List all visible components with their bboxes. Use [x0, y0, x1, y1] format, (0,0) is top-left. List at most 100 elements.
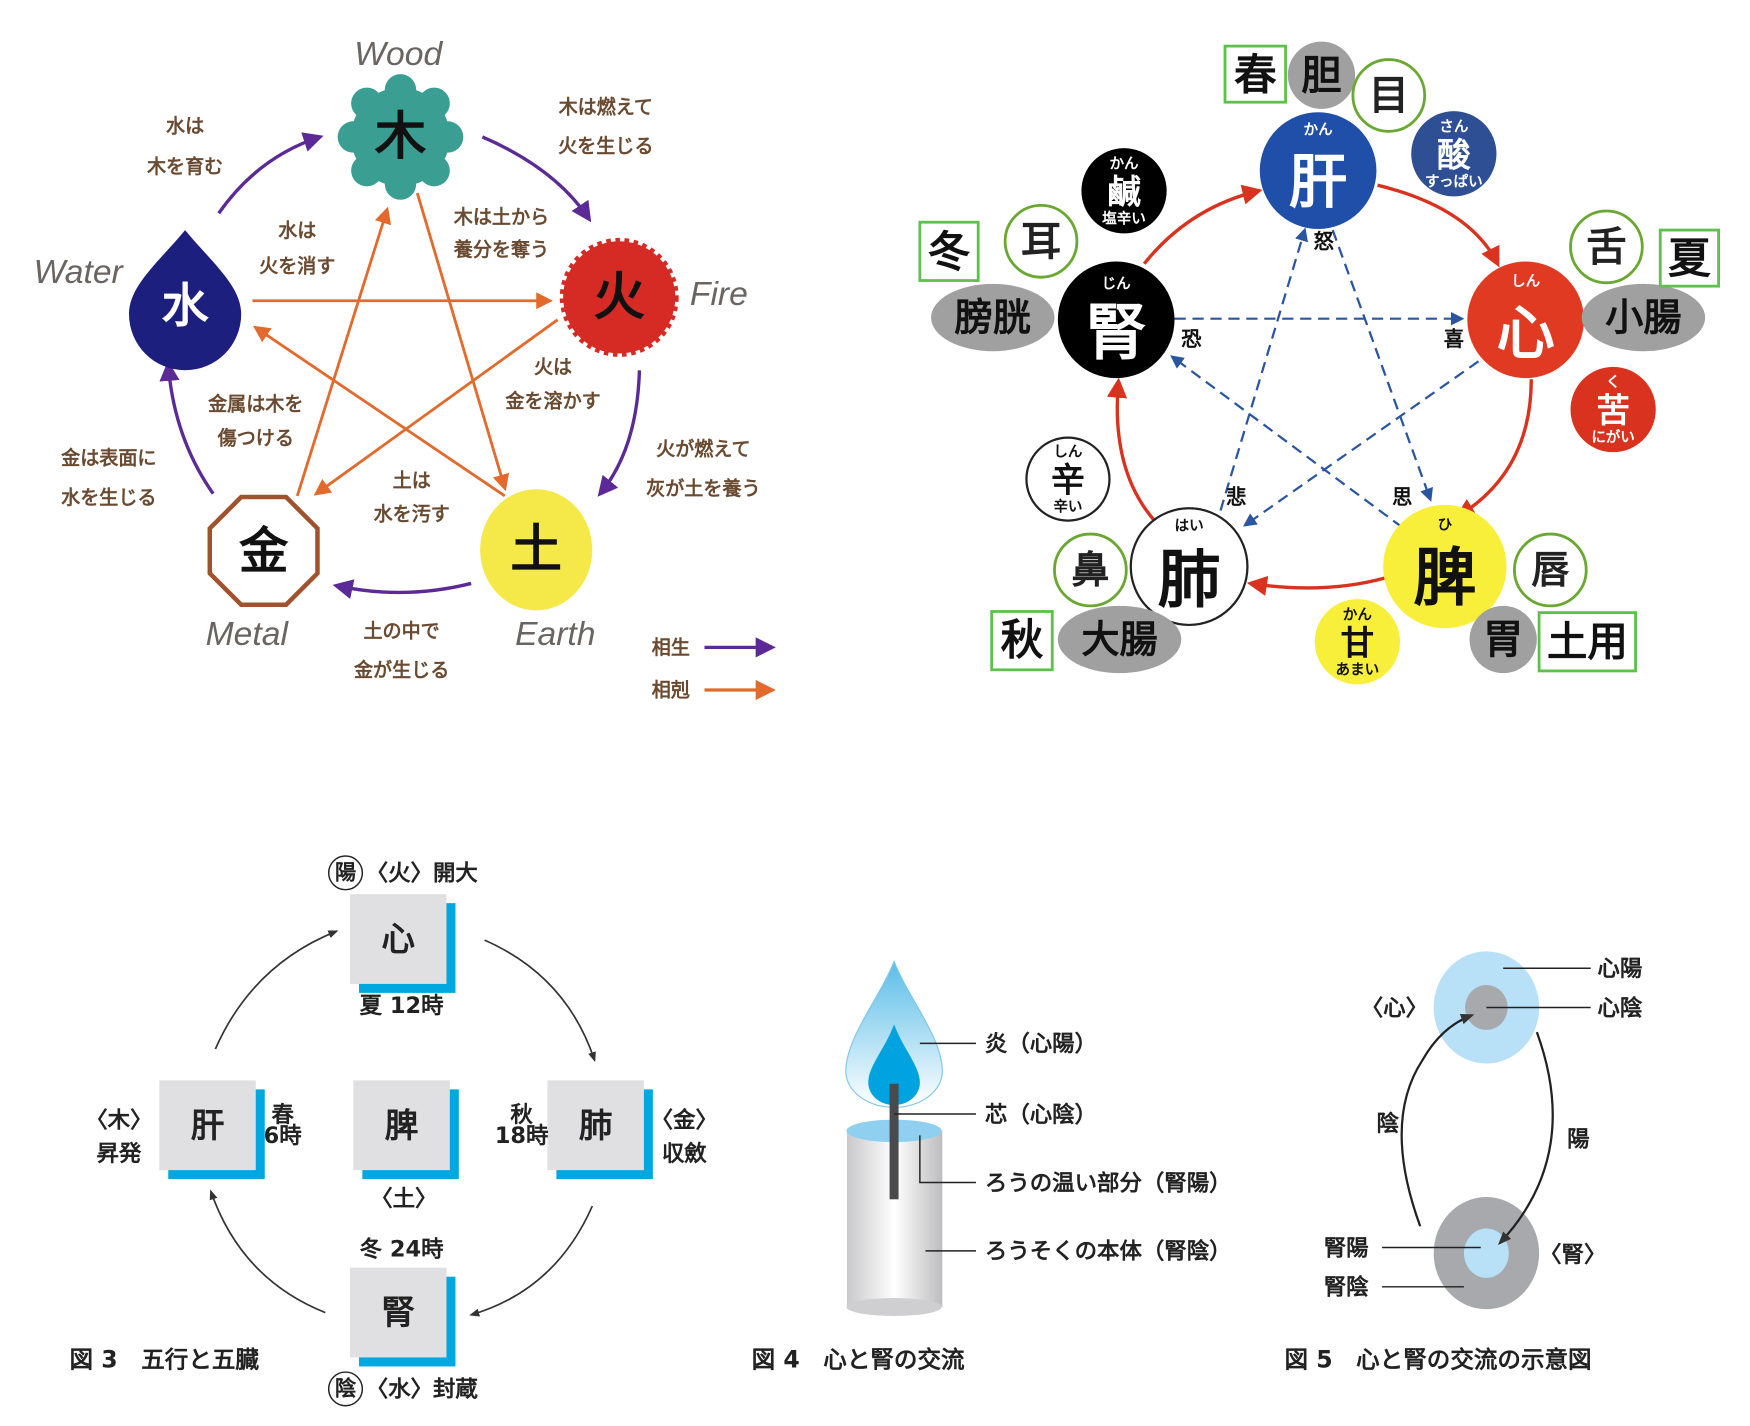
earth-kanji: 土: [510, 520, 562, 580]
label-fire-metal-1: 火は: [534, 357, 572, 379]
arrow-metal-to-water: [159, 360, 215, 495]
season-autumn: 秋: [1001, 616, 1044, 666]
label-warm-wax: ろうの温い部分（腎陽）: [985, 1169, 1232, 1196]
label-water-fire-2: 火を消す: [259, 255, 335, 278]
fig4-caption: 図 4 心と腎の交流: [752, 1346, 965, 1374]
pungent-kanji: 辛: [1051, 461, 1085, 500]
organ-heart: しん 心: [1467, 261, 1584, 379]
fire-label: Fire: [690, 276, 748, 313]
label-wick: 芯（心陰）: [985, 1101, 1097, 1128]
right-time: 18時: [495, 1123, 549, 1149]
arrow-yin-up: [1400, 1014, 1475, 1227]
arrow-heart-to-spleen: [1454, 379, 1533, 519]
fire-kanji: 火: [593, 267, 645, 327]
kidney-yin-label: 腎陰: [1324, 1274, 1369, 1301]
label-earth-metal-2: 金が生じる: [353, 659, 449, 682]
spleen-kanji: 脾: [1413, 541, 1476, 614]
emotion-worry: 思: [1392, 485, 1412, 509]
taste-salty: かん 鹹 塩辛い: [1081, 148, 1167, 234]
heart-yang-label: 心陽: [1597, 956, 1642, 982]
label-wood-fire-2: 火を生じる: [558, 135, 653, 158]
sense-eye: 目: [1369, 72, 1409, 119]
right-element: 〈金〉: [651, 1107, 718, 1134]
arrow-heart-to-lung: [1242, 360, 1480, 527]
legend-controlling-label: 相剋: [652, 680, 690, 702]
taste-sour: さん 酸 すっぱい: [1411, 111, 1497, 197]
fig5-caption: 図 5 心と腎の交流の示意図: [1284, 1346, 1591, 1374]
season-spring: 春: [1234, 50, 1277, 100]
arrow-earth-to-metal: [332, 579, 472, 599]
season-winter: 冬: [928, 228, 971, 278]
label-water-wood-1: 水は: [166, 114, 204, 137]
season-summer: 夏: [1668, 234, 1711, 284]
organ-kidney: じん 腎: [1057, 261, 1175, 379]
sweet-reading: かん: [1343, 606, 1373, 623]
sense-lips: 唇: [1531, 548, 1569, 592]
emotion-grief: 悲: [1226, 485, 1246, 509]
bitter-reading: く: [1606, 374, 1621, 391]
arrow-water-to-wood: [217, 132, 324, 215]
label-earth-water-2: 水を汚す: [374, 503, 450, 526]
bottom-label: 〈水〉封蔵: [366, 1377, 479, 1403]
arrow-fire-to-earth: [597, 370, 642, 497]
kidney-reading: じん: [1102, 275, 1132, 292]
label-earth-metal-1: 土の中で: [363, 619, 439, 642]
heart-reading: しん: [1511, 273, 1541, 290]
label-earth-water-1: 土は: [393, 469, 431, 492]
label-metal-water-1: 金は表面に: [60, 447, 156, 470]
right-season: 秋: [510, 1102, 533, 1128]
five-elements-diagram: 木 Wood 火 Fire 水 Water 金 Metal 土 Earth 水は: [34, 36, 776, 702]
bitter-meaning: にがい: [1591, 428, 1634, 446]
yin-mark: 陰: [335, 1375, 357, 1401]
right-action: 収斂: [662, 1140, 707, 1167]
bowels: 胆 小腸 膀胱 大腸 胃: [931, 41, 1706, 674]
salty-kanji: 鹹: [1107, 172, 1141, 211]
organ-correspondence-diagram: 怒 喜 思 悲 恐 かん 肝 しん 心 ひ 脾 はい 肺 じん 腎: [918, 41, 1720, 685]
arrow-liver-to-heart: [1377, 183, 1500, 268]
liver-reading: かん: [1304, 122, 1334, 139]
element-metal: 金 Metal: [206, 494, 320, 653]
element-earth: 土 Earth: [480, 489, 595, 653]
wood-kanji: 木: [375, 107, 427, 167]
fig4-candle: 炎（心陽） 芯（心陰） ろうの温い部分（腎陽） ろうそくの本体（腎陰） 図 4 …: [752, 959, 1232, 1374]
label-wood-earth-1: 木は土から: [453, 205, 549, 228]
label-fire-metal-2: 金を溶かす: [504, 389, 600, 412]
taste-bitter: く 苦 にがい: [1570, 366, 1656, 453]
legend-generating-label: 相生: [652, 636, 690, 659]
kidney-yang-core: [1463, 1228, 1509, 1278]
arrow-lung-to-kidney: [1106, 377, 1157, 523]
label-metal-water-2: 水を生じる: [61, 486, 156, 509]
fig3-five-organs: 心 肝 脾 肺 腎 陽 〈火〉開大 夏 12時 冬 24時 陰 〈水〉封蔵 〈木…: [70, 855, 718, 1407]
bowel-gallbladder: 胆: [1301, 52, 1341, 99]
bowel-small-intestine: 小腸: [1605, 296, 1681, 340]
earth-label: Earth: [515, 616, 595, 653]
sense-ear: 耳: [1021, 218, 1061, 265]
water-kanji: 水: [162, 279, 210, 334]
arrow-yang-down: [1498, 1031, 1554, 1246]
box-lung: 肺: [579, 1106, 613, 1145]
arrow-liver-to-heart: [214, 930, 339, 1050]
lung-reading: はい: [1175, 518, 1204, 535]
sweet-kanji: 甘: [1341, 623, 1375, 662]
kidney-kanji: 腎: [1086, 298, 1147, 368]
water-label: Water: [34, 254, 125, 291]
yin-arrow-label: 陰: [1376, 1110, 1399, 1137]
emotion-joy: 喜: [1444, 327, 1464, 351]
bowel-stomach: 胃: [1483, 616, 1523, 663]
arrow-kidney-to-liver: [1142, 184, 1263, 265]
arrow-spleen-to-kidney: [1170, 355, 1403, 529]
arrow-wood-to-earth: [415, 192, 510, 492]
season-doyo: 土用: [1547, 618, 1628, 665]
arrow-metal-to-wood: [295, 206, 392, 497]
center-element: 〈土〉: [370, 1186, 437, 1212]
label-flame: 炎（心陽）: [985, 1031, 1097, 1057]
sour-meaning: すっぱい: [1425, 172, 1483, 190]
yang-arrow-label: 陽: [1567, 1127, 1589, 1153]
arrow-earth-to-water: [252, 325, 506, 498]
box-spleen: 脾: [385, 1106, 419, 1145]
sour-reading: さん: [1439, 118, 1469, 135]
lung-kanji: 肺: [1158, 544, 1221, 617]
arrow-wood-to-fire: [481, 135, 592, 223]
label-fire-earth-1: 火が燃えて: [656, 438, 750, 461]
spleen-reading: ひ: [1438, 517, 1453, 534]
